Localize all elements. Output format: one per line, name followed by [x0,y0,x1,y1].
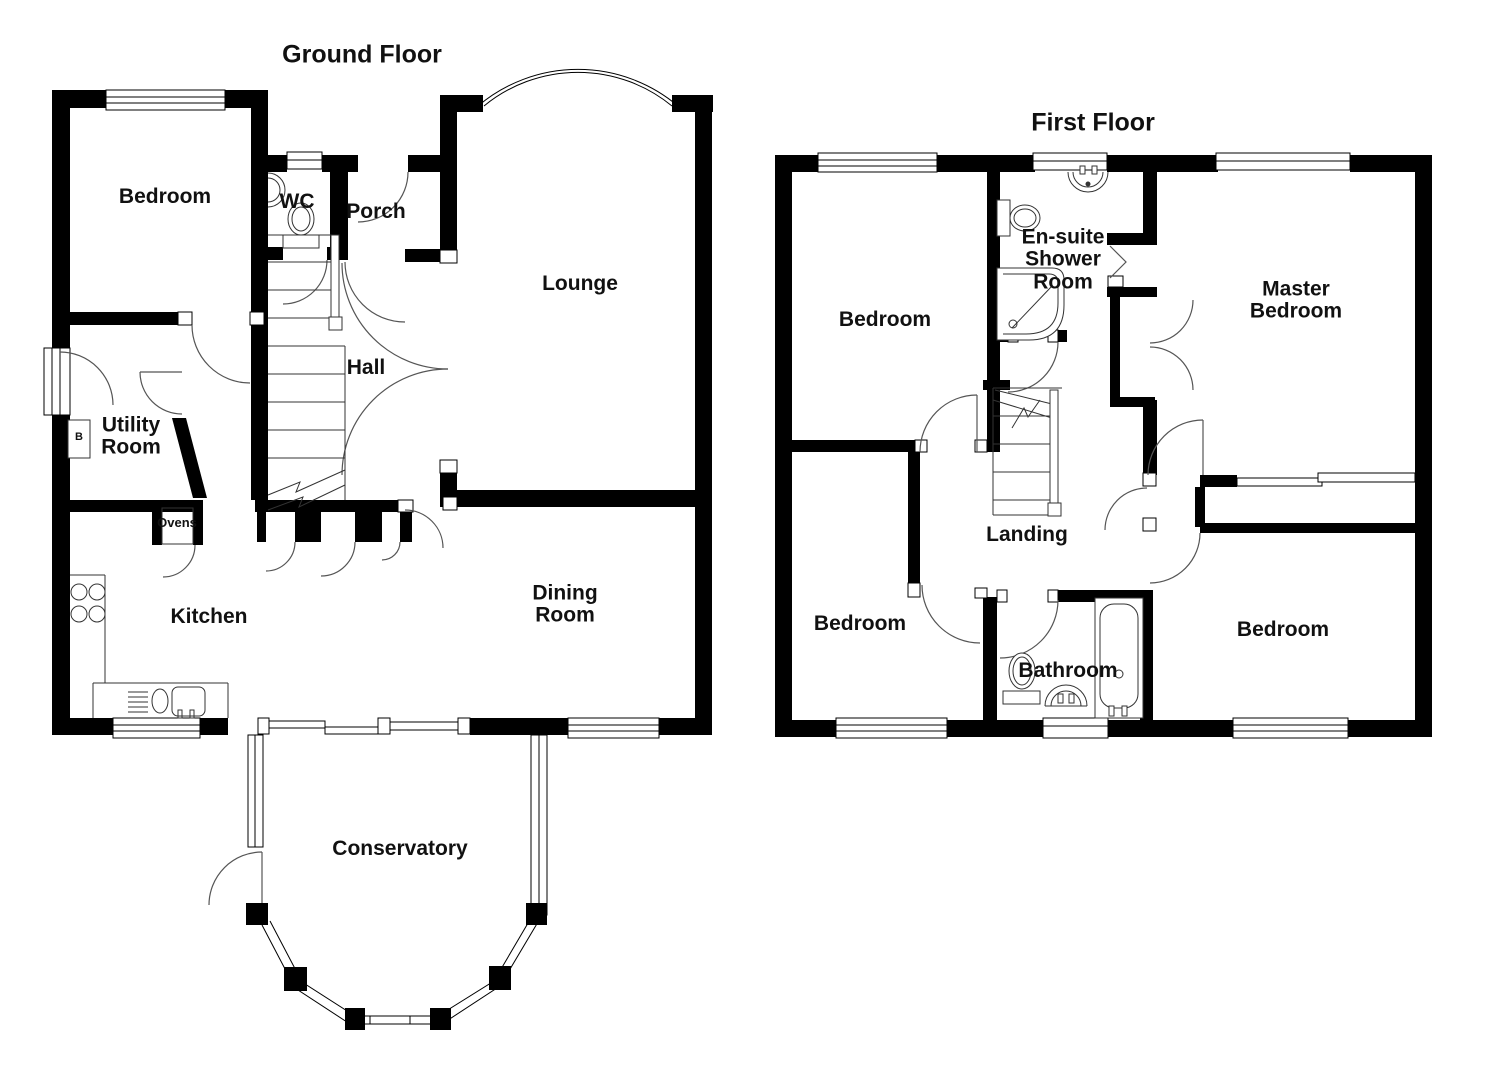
bedroom-door-arc [921,584,981,644]
room-label-porch: Porch [346,199,406,223]
bedroom-door-arc [1149,532,1201,584]
room-label-ensuite: En-suite Shower Room [1021,225,1105,294]
room-label-bedroom: Bedroom [1236,617,1330,641]
first-floor-windows [817,152,1351,739]
wc-door-arc [282,259,328,305]
room-label-bedroom: Bedroom [118,184,212,208]
first-floor-stairs [992,387,1062,517]
dining-door-arc [404,509,444,549]
bedroom-door-arc [191,324,251,384]
room-label-bedroom: Bedroom [813,611,907,635]
ensuite-door-arc [1007,341,1059,393]
bedroom-window [105,89,226,111]
sink-icon [128,686,206,719]
dining-window [567,717,660,739]
bedroom-door-arc [919,394,978,453]
ground-floor-jambs [177,249,458,513]
utility-door-arc [139,371,183,415]
room-label-wc: WC [279,189,315,213]
ovens-label: Ovens [157,515,197,531]
conservatory-door-arc [208,851,263,906]
wardrobe-door-arc [1149,346,1194,391]
room-label-hall: Hall [346,355,386,379]
boiler-label: B [75,431,83,444]
first-floor-plan [775,152,1432,739]
room-label-bedroom: Bedroom [838,307,932,331]
utility-door-window [43,347,71,416]
ground-floor-stairs [267,234,346,511]
first-floor-jambs [907,275,1157,603]
conservatory-sliding-doors [228,717,471,735]
basin-icon [1044,684,1088,707]
utility-external-door-arc [59,351,114,406]
room-label-dining: Dining Room [532,581,598,627]
bathroom-fittings [1002,597,1144,719]
front-door-arc [357,171,409,223]
wardrobe-door-arc [1149,299,1194,344]
bedroom-window [835,717,948,739]
lounge-bay-window [477,69,679,107]
bathroom-window [1042,717,1109,739]
room-label-conservatory: Conservatory [332,836,468,860]
room-label-lounge: Lounge [542,271,618,295]
ground-floor-plan [43,69,713,1030]
room-label-utility: Utility Room [101,413,161,459]
bifold-door-icon [1109,245,1127,279]
toilet-icon [1002,690,1041,705]
lounge-double-door-arc [341,262,449,370]
room-label-bathroom: Bathroom [1018,658,1118,682]
boiler-unit [67,419,91,459]
airing-cupboard-door-arc [1104,487,1148,531]
bath-icon [1094,597,1144,719]
first-floor-doors [919,245,1204,659]
bedroom-window [1232,717,1349,739]
wc-window [286,151,323,170]
room-label-landing: Landing [986,522,1068,546]
master-door-arc [1147,419,1204,476]
porch-hall-door-arc [344,261,406,323]
kitchen-fittings [67,419,229,719]
ensuite-window [1032,152,1108,171]
cupboard-door-arc [381,541,401,561]
wc-fittings [267,172,320,249]
ensuite-fittings [996,165,1109,341]
cupboard-door-arc [265,541,296,572]
first-floor-title: First Floor [1031,108,1155,137]
basin-icon [267,172,286,208]
toilet-icon [996,199,1011,237]
shower-icon [996,267,1065,341]
room-label-kitchen: Kitchen [170,604,248,628]
lounge-double-door-arc [341,368,449,476]
conservatory-bay [246,734,548,1030]
ground-floor-windows [43,89,660,739]
cupboard-door-arc [320,541,356,577]
master-window [1215,152,1351,171]
kitchen-window [112,717,201,739]
ground-floor-title: Ground Floor [282,40,442,69]
ovens-unit [161,507,194,545]
hob-icon [70,583,106,623]
bathroom-door-arc [999,599,1059,659]
ovens-door-arc [162,544,196,578]
wardrobe-sliding-doors [1236,472,1416,487]
room-label-master-bedroom: Master Bedroom [1249,277,1343,323]
bedroom-window [817,152,938,173]
ground-floor-doors [59,171,449,906]
